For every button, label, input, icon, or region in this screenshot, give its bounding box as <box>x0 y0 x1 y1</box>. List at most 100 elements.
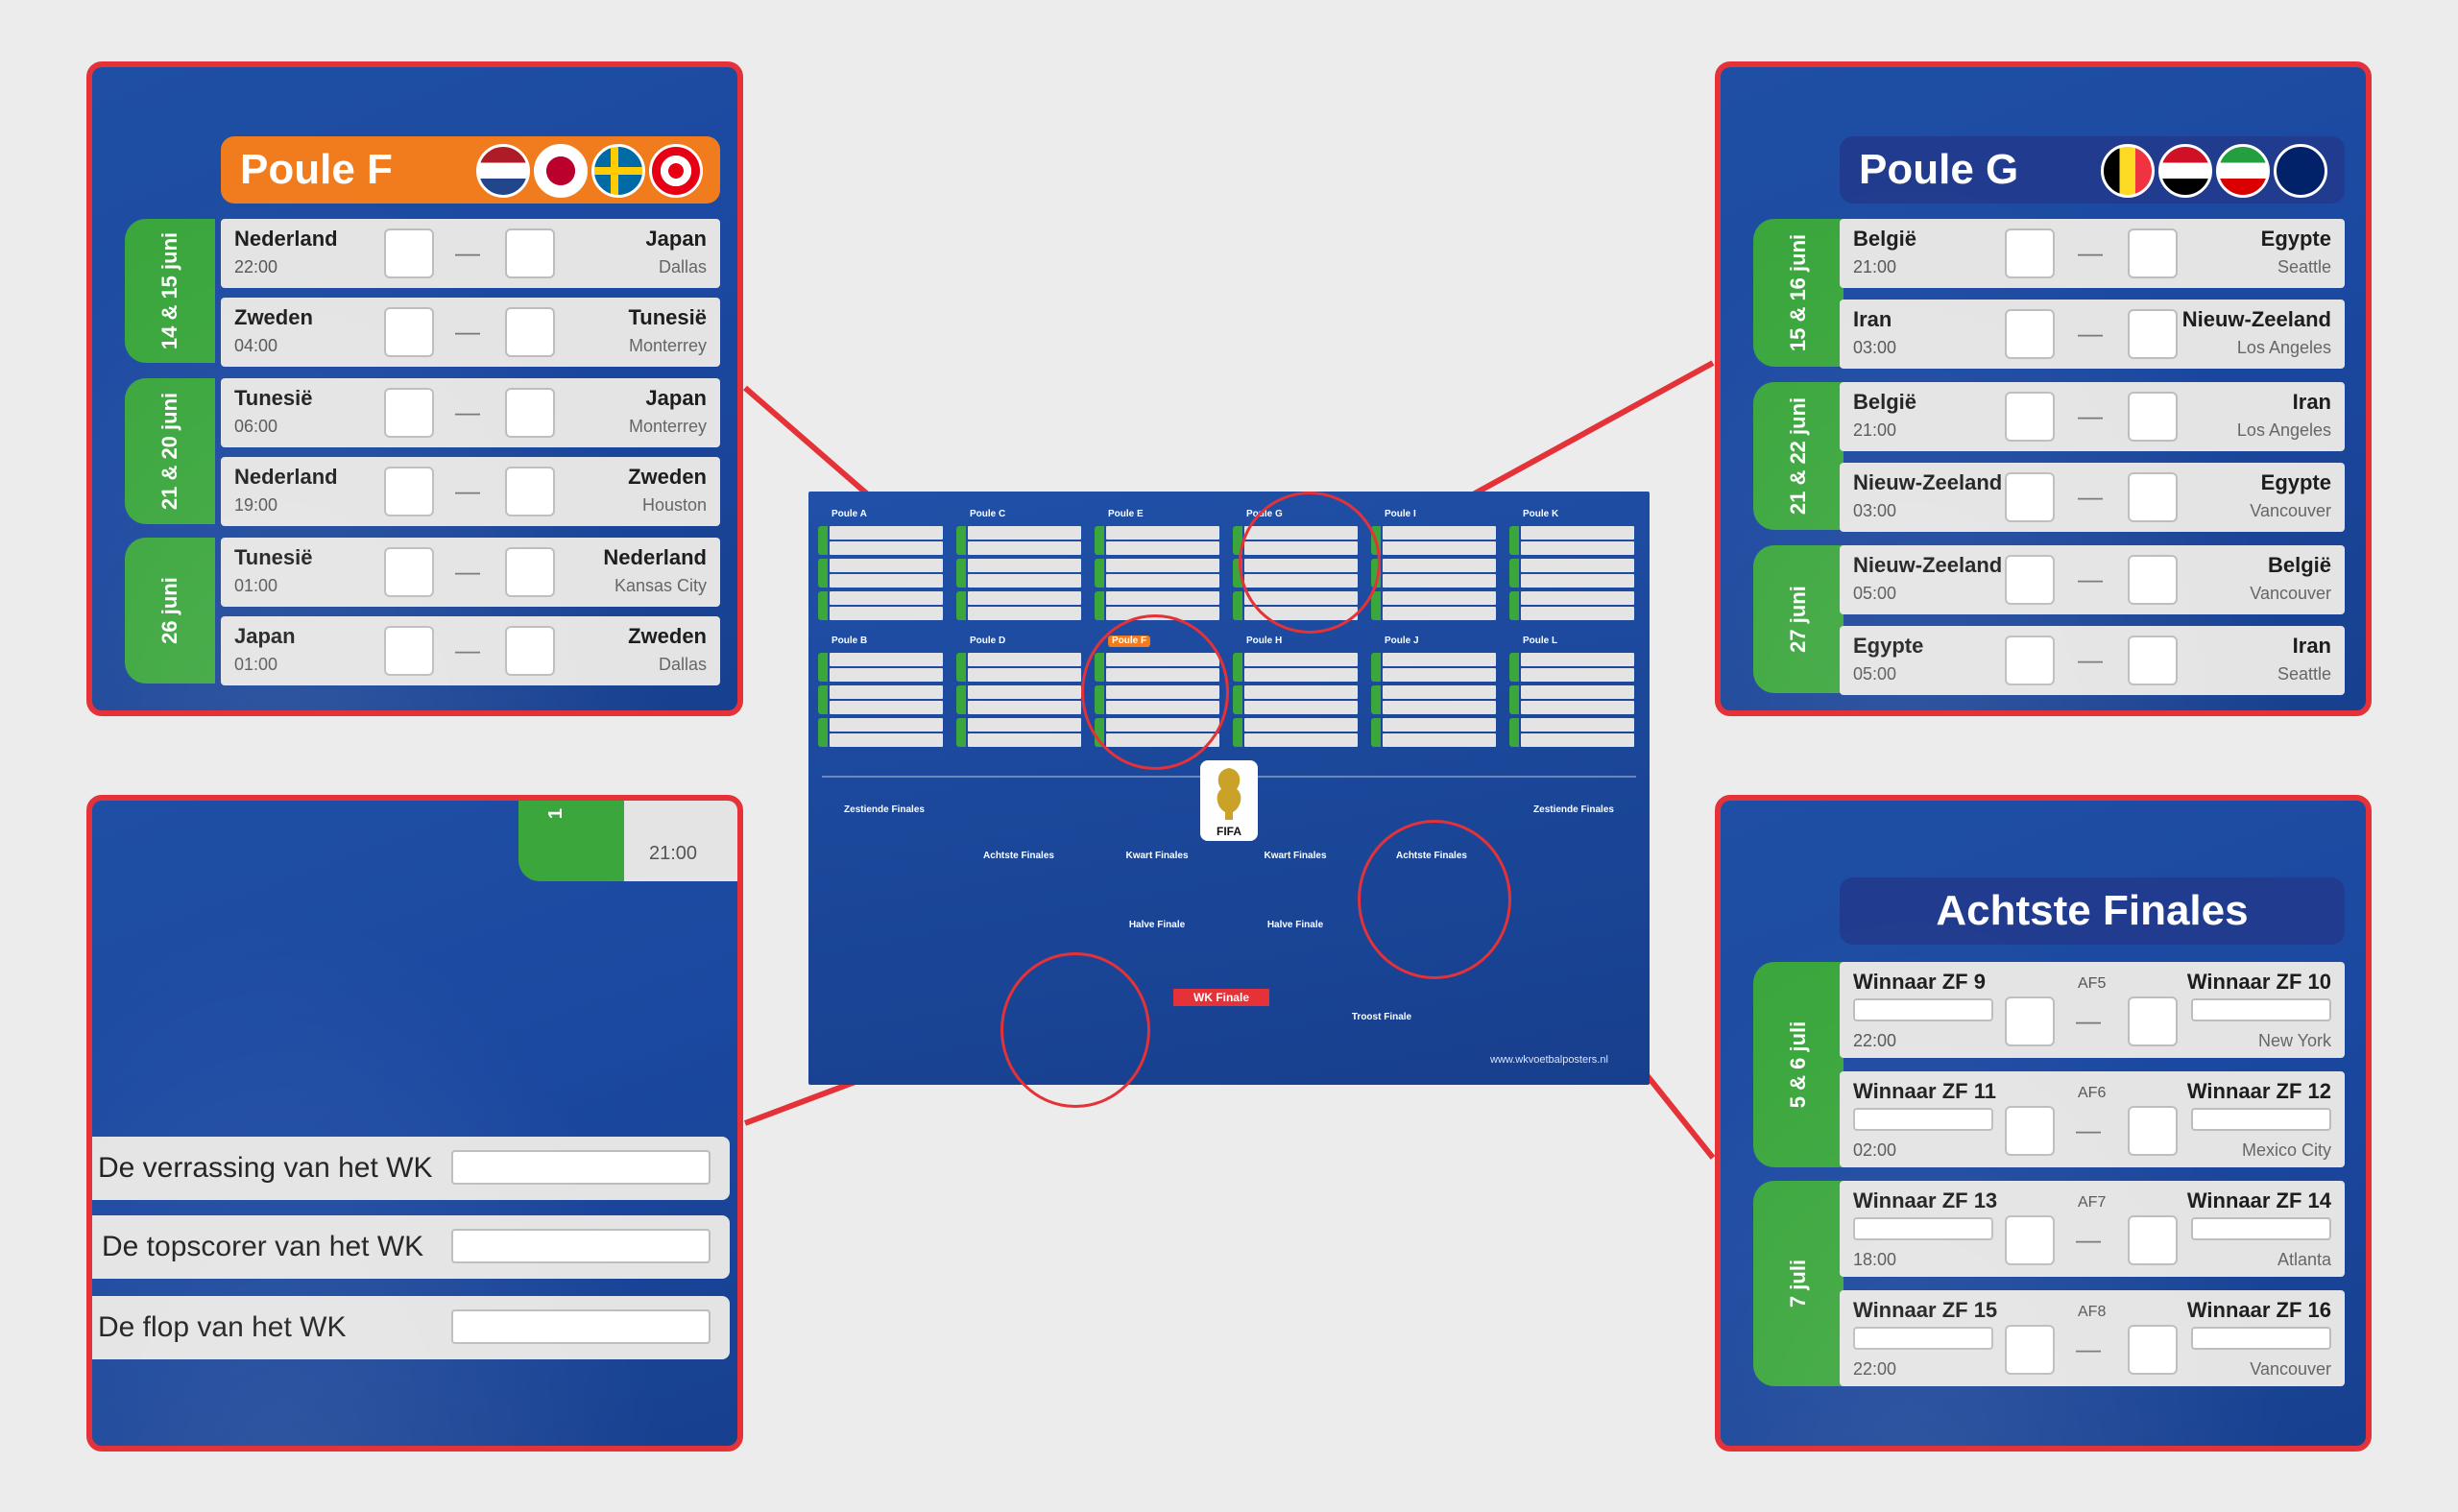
away-score-box[interactable] <box>2128 1106 2178 1156</box>
home-team-field[interactable] <box>1853 1108 1993 1131</box>
away-team-field[interactable] <box>2191 998 2331 1021</box>
mini-stage-title: Zestiende Finales <box>844 804 925 815</box>
mini-match-row <box>1383 718 1496 732</box>
mini-stage: Kwart Finales <box>1239 851 1352 861</box>
match-row-partial: 21:00 <box>624 801 737 881</box>
away-score-box[interactable] <box>505 467 555 516</box>
home-team-field[interactable] <box>1853 998 1993 1021</box>
away-score-box[interactable] <box>2128 309 2178 359</box>
home-score-box[interactable] <box>2005 228 2055 278</box>
away-team-field[interactable] <box>2191 1217 2331 1240</box>
day-tab: 15 & 16 juni <box>1753 219 1844 367</box>
home-score-box[interactable] <box>384 307 434 357</box>
away-team-field[interactable] <box>2191 1327 2331 1350</box>
away-score-box[interactable] <box>2128 1215 2178 1265</box>
bonus-question-label: De topscorer van het WK <box>102 1231 424 1262</box>
bonus-answer-field[interactable] <box>451 1229 711 1263</box>
day-label: 21 & 22 juni <box>1786 396 1810 516</box>
match-row: Iran 03:00 — Nieuw-Zeeland Los Angeles <box>1840 300 2345 369</box>
bonus-questions-panel: 1 21:00 De verrassing van het WK De tops… <box>86 795 743 1452</box>
poule-f-title: Poule F <box>240 146 393 193</box>
home-score-box[interactable] <box>2005 1325 2055 1375</box>
home-team: Iran <box>1853 307 1892 331</box>
away-score-box[interactable] <box>2128 555 2178 605</box>
match-time: 05:00 <box>1853 664 1897 684</box>
mini-match-row <box>1521 559 1634 572</box>
match-venue: Seattle <box>2277 257 2331 276</box>
away-score-box[interactable] <box>505 626 555 676</box>
achtste-finales-title: Achtste Finales <box>1936 887 2249 934</box>
match-venue: Vancouver <box>2250 1359 2331 1379</box>
match-time: 05:00 <box>1853 584 1897 603</box>
home-score-box[interactable] <box>2005 309 2055 359</box>
home-score-box[interactable] <box>2005 996 2055 1046</box>
mini-group-title: Poule E <box>1108 509 1144 519</box>
mini-group-title: Poule A <box>831 509 867 519</box>
away-score-box[interactable] <box>2128 392 2178 442</box>
mini-day-tab <box>1509 653 1519 682</box>
away-team: Iran <box>2292 634 2331 658</box>
score-separator: — <box>2078 482 2103 511</box>
home-score-box[interactable] <box>384 467 434 516</box>
mini-group: Poule C <box>956 509 1081 624</box>
home-score-box[interactable] <box>2005 1106 2055 1156</box>
mini-match-row <box>1244 733 1358 747</box>
away-team: Winnaar ZF 14 <box>2186 1188 2331 1212</box>
day-label: 1 <box>545 807 567 820</box>
mini-group-title: Poule K <box>1523 509 1559 519</box>
home-score-box[interactable] <box>384 228 434 278</box>
home-score-box[interactable] <box>2005 636 2055 685</box>
mini-stage-title: Kwart Finales <box>1125 851 1189 861</box>
achtste-finales-title-bar: Achtste Finales <box>1840 877 2345 945</box>
home-team-field[interactable] <box>1853 1217 1993 1240</box>
home-score-box[interactable] <box>384 626 434 676</box>
away-team: Tunesië <box>628 305 707 329</box>
away-score-box[interactable] <box>505 388 555 438</box>
mini-day-tab <box>818 591 828 620</box>
bonus-answer-field[interactable] <box>451 1150 711 1185</box>
away-score-box[interactable] <box>2128 1325 2178 1375</box>
mini-stage-title: Halve Finale <box>1266 920 1324 930</box>
mini-match-row <box>1106 591 1219 605</box>
score-separator: — <box>455 397 480 426</box>
mini-day-tab <box>818 685 828 714</box>
home-team-field[interactable] <box>1853 1327 1993 1350</box>
away-score-box[interactable] <box>505 228 555 278</box>
away-score-box[interactable] <box>2128 228 2178 278</box>
mini-stage: Halve Finale <box>1100 920 1214 930</box>
mini-group-title: Poule C <box>970 509 1006 519</box>
away-score-box[interactable] <box>2128 636 2178 685</box>
mini-group-title: Poule D <box>970 636 1006 646</box>
away-score-box[interactable] <box>505 547 555 597</box>
mini-day-tab <box>1233 591 1242 620</box>
home-score-box[interactable] <box>2005 472 2055 522</box>
home-team: Nederland <box>234 465 338 489</box>
away-score-box[interactable] <box>2128 472 2178 522</box>
nz-flag-icon <box>2274 144 2327 198</box>
away-team-field[interactable] <box>2191 1108 2331 1131</box>
match-time: 22:00 <box>1853 1031 1897 1050</box>
home-score-box[interactable] <box>384 547 434 597</box>
away-score-box[interactable] <box>2128 996 2178 1046</box>
away-score-box[interactable] <box>505 307 555 357</box>
bonus-answer-field[interactable] <box>451 1309 711 1344</box>
home-score-box[interactable] <box>384 388 434 438</box>
mini-day-tab <box>1233 526 1242 555</box>
away-team: Zweden <box>628 465 707 489</box>
match-row: Egypte 05:00 — Iran Seattle <box>1840 626 2345 695</box>
mini-day-tab <box>1371 718 1381 747</box>
bonus-question-row: De topscorer van het WK <box>92 1215 730 1279</box>
match-venue: Monterrey <box>628 336 707 355</box>
home-score-box[interactable] <box>2005 392 2055 442</box>
day-label: 7 juli <box>1786 1259 1810 1308</box>
score-separator: — <box>455 557 480 586</box>
mini-day-tab <box>818 559 828 588</box>
home-score-box[interactable] <box>2005 555 2055 605</box>
mini-match-row <box>830 685 943 699</box>
mini-group: Poule H <box>1233 636 1358 751</box>
home-score-box[interactable] <box>2005 1215 2055 1265</box>
mini-stage: Troost Finale <box>1325 1012 1438 1022</box>
tn-flag-icon <box>649 144 703 198</box>
highlight-circle-poule-g <box>1239 492 1381 634</box>
mini-match-row <box>1244 718 1358 732</box>
